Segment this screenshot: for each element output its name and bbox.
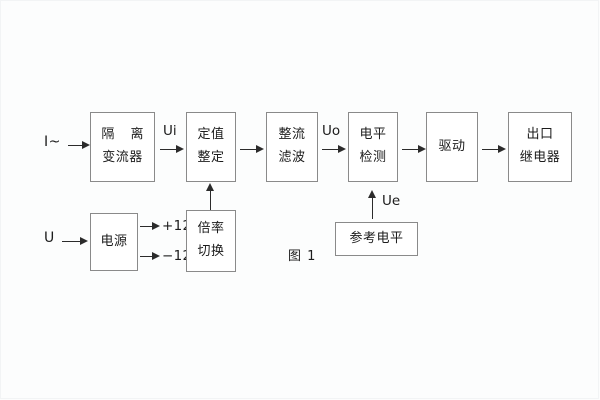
block-setting-line1: 定值 <box>197 127 225 143</box>
current-input-arrowhead <box>82 140 90 149</box>
ui-arrowhead <box>176 144 184 153</box>
block-output-relay-line2: 继电器 <box>519 150 561 165</box>
signal-ue-label: Ue <box>382 193 401 209</box>
rail-positive-arrowhead <box>152 221 160 230</box>
block-rectify-filter[interactable]: 整流 滤波 <box>266 112 318 182</box>
voltage-input-label: U <box>44 230 55 246</box>
uo-arrowhead <box>338 144 346 153</box>
level-to-drive-arrowhead <box>418 144 426 153</box>
current-input-label: I~ <box>44 134 61 150</box>
signal-ui-label: Ui <box>163 123 177 139</box>
block-isolation-ct-line1: 隔 离 <box>101 127 150 143</box>
block-rectify-filter-line1: 整流 <box>278 127 306 143</box>
block-rectify-filter-line2: 滤波 <box>278 150 306 165</box>
block-power-supply-line1: 电源 <box>100 233 128 249</box>
block-level-detect-line1: 电平 <box>359 127 387 143</box>
block-output-relay-line1: 出口 <box>526 127 554 143</box>
signal-uo-label: Uo <box>322 123 341 139</box>
current-input-line <box>68 145 84 146</box>
drive-to-relay-line <box>482 149 500 150</box>
level-to-drive-line <box>402 149 420 150</box>
block-output-relay[interactable]: 出口 继电器 <box>508 112 572 182</box>
block-reference-level-line1: 参考电平 <box>349 230 404 246</box>
rail-positive-line <box>140 226 154 227</box>
block-level-detect-line2: 检测 <box>359 150 387 165</box>
multiplier-to-setting-arrowhead <box>206 183 214 191</box>
block-setting-line2: 整定 <box>197 150 225 165</box>
figure-caption: 图 1 <box>288 249 317 264</box>
block-multiplier-switch-line1: 倍率 <box>197 221 225 237</box>
block-drive[interactable]: 驱动 <box>426 112 478 182</box>
setting-to-rectify-arrowhead <box>256 144 264 153</box>
block-drive-line1: 驱动 <box>438 138 466 154</box>
block-multiplier-switch[interactable]: 倍率 切换 <box>186 210 236 272</box>
rail-negative-line <box>140 256 154 257</box>
reference-to-level-line <box>372 197 373 219</box>
block-isolation-ct-line2: 变流器 <box>102 150 143 165</box>
block-isolation-ct[interactable]: 隔 离 变流器 <box>90 112 155 182</box>
multiplier-to-setting-line <box>210 190 211 210</box>
drive-to-relay-arrowhead <box>498 144 506 153</box>
block-reference-level[interactable]: 参考电平 <box>335 222 418 256</box>
block-multiplier-switch-line2: 切换 <box>197 244 225 259</box>
block-level-detect[interactable]: 电平 检测 <box>348 112 398 182</box>
block-setting[interactable]: 定值 整定 <box>186 112 236 182</box>
uo-line <box>322 149 340 150</box>
setting-to-rectify-line <box>240 149 258 150</box>
voltage-input-arrowhead <box>80 236 88 245</box>
ui-line <box>160 149 178 150</box>
reference-to-level-arrowhead <box>368 190 376 198</box>
rail-negative-arrowhead <box>152 251 160 260</box>
voltage-input-line <box>62 241 82 242</box>
block-power-supply[interactable]: 电源 <box>90 213 138 271</box>
